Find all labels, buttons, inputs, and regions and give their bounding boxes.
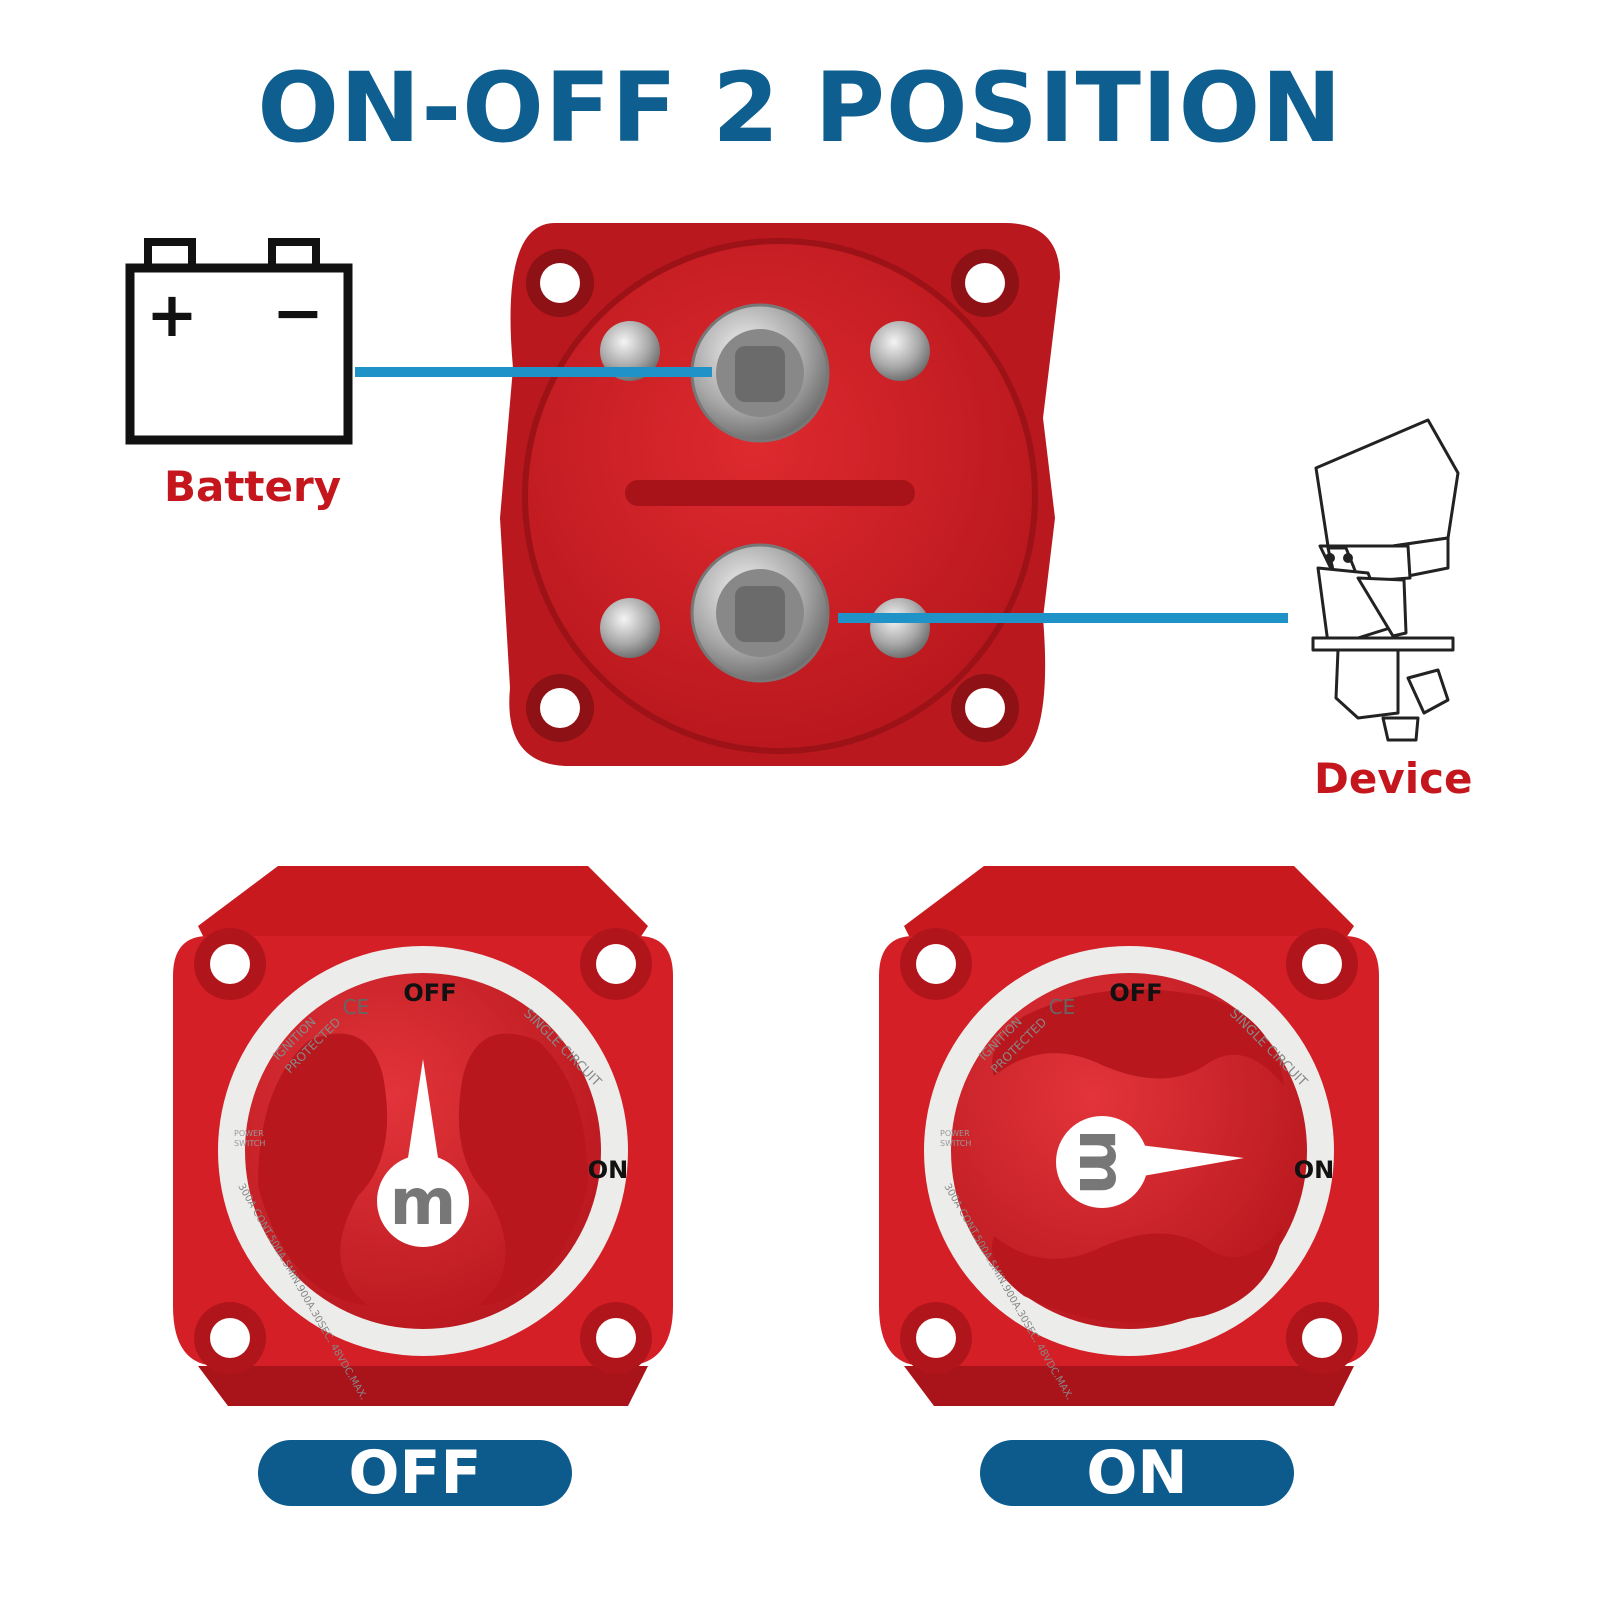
dial-power-text: POWER — [234, 1129, 264, 1138]
dial-on-mark: ON — [1294, 1156, 1335, 1184]
battery-minus: − — [272, 276, 324, 349]
dial-switch-text: SWITCH — [234, 1139, 265, 1148]
switch-on-view: m OFF ON CE IGNITION PROTECTED SINGLE CI… — [879, 866, 1379, 1406]
on-state-badge: ON — [980, 1440, 1294, 1506]
device-label: Device — [1314, 754, 1473, 803]
switch-logo: m — [390, 1166, 457, 1240]
dial-ce-mark: CE — [1049, 995, 1076, 1019]
dial-off-mark: OFF — [403, 979, 456, 1007]
off-state-badge: OFF — [258, 1440, 572, 1506]
dial-ce-mark: CE — [343, 995, 370, 1019]
switch-off-view: m OFF ON CE IGNITION PROTECTED SINGLE CI… — [173, 866, 673, 1406]
battery-label: Battery — [164, 462, 342, 511]
battery-plus: + — [146, 278, 198, 351]
battery-icon: + − — [125, 238, 353, 445]
dial-switch-text: SWITCH — [940, 1139, 971, 1148]
dial-power-text: POWER — [940, 1129, 970, 1138]
switch-logo: m — [1064, 1129, 1138, 1196]
dial-on-mark: ON — [588, 1156, 629, 1184]
page-title: ON-OFF 2 POSITION — [257, 52, 1343, 164]
outboard-motor-icon — [1311, 418, 1460, 742]
wire-lines — [355, 367, 1288, 623]
dial-off-mark: OFF — [1109, 979, 1162, 1007]
